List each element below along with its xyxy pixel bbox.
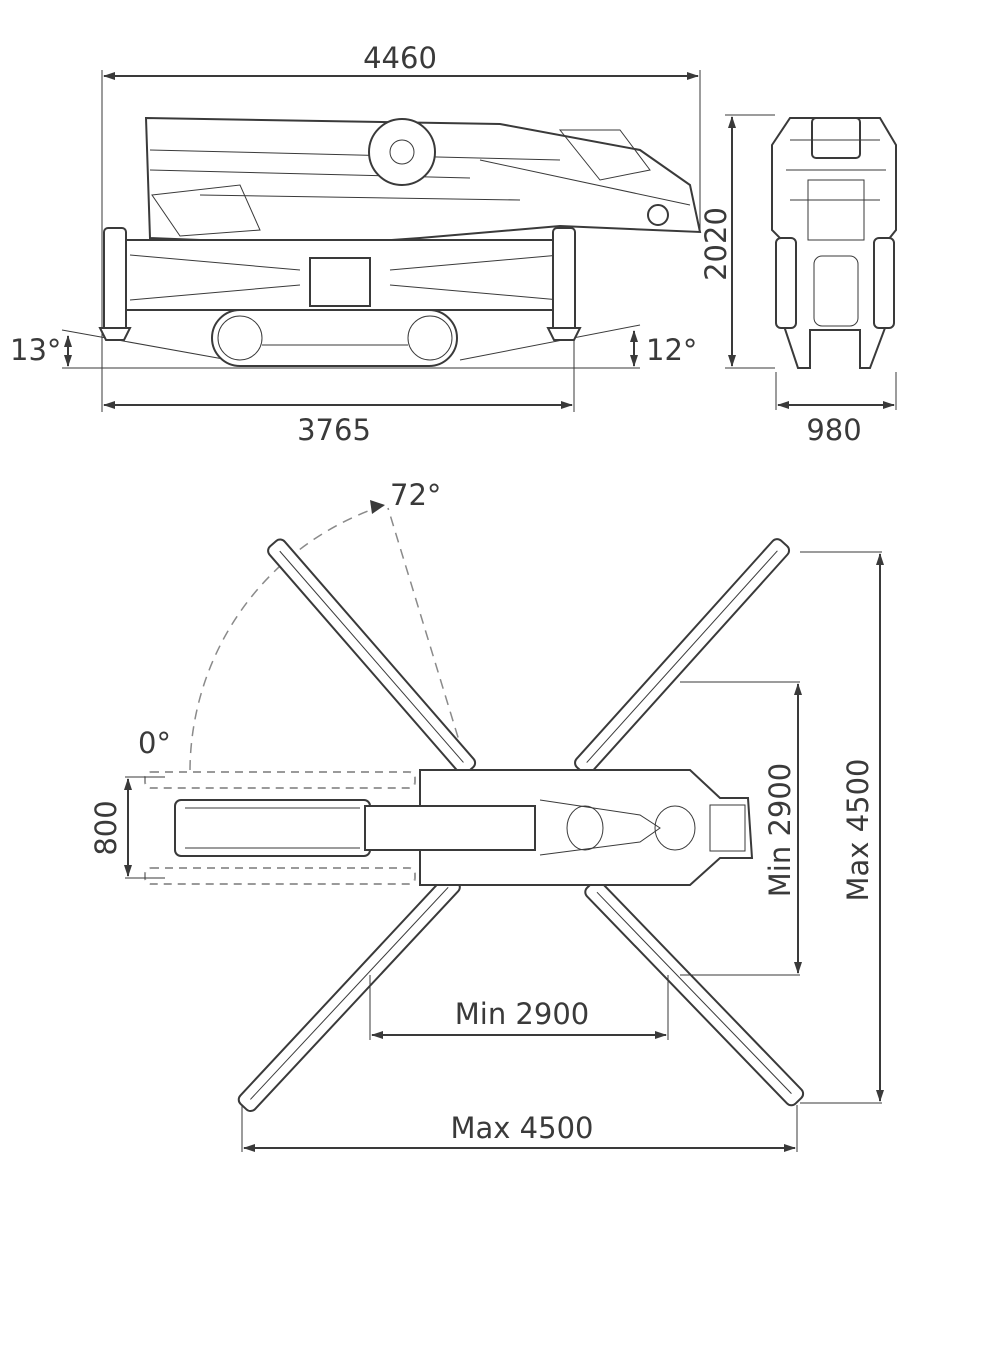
boom-ghost-position [144,771,416,885]
left-angle-label: 13° [10,333,61,367]
slew-max-line [387,507,469,771]
top-view: 72° 0° [89,478,884,1152]
outrigger-max-vertical-label: Max 4500 [841,759,875,902]
crane-side-silhouette [98,116,702,367]
width-label: 980 [806,413,861,447]
side-view: 4460 3765 13° 12° [10,41,897,447]
right-angle-label: 12° [646,333,697,367]
track-length-label: 3765 [297,413,371,447]
outrigger-min-vertical-label: Min 2900 [763,763,797,897]
slew-arc [189,504,386,771]
slew-max-label: 72° [390,478,441,512]
slew-min-label: 0° [138,726,171,760]
height-label: 2020 [699,207,733,281]
left-ramp-angle-line [61,329,241,363]
outrigger-min-horizontal-label: Min 2900 [455,997,589,1031]
crane-front-silhouette [771,117,897,369]
outrigger-max-horizontal-label: Max 4500 [451,1111,594,1145]
outrigger-arms [237,538,805,1113]
crane-top-silhouette [174,769,754,886]
overall-length-label: 4460 [363,41,437,75]
boom-width-label: 800 [89,800,123,855]
right-ramp-angle-line [459,324,641,361]
